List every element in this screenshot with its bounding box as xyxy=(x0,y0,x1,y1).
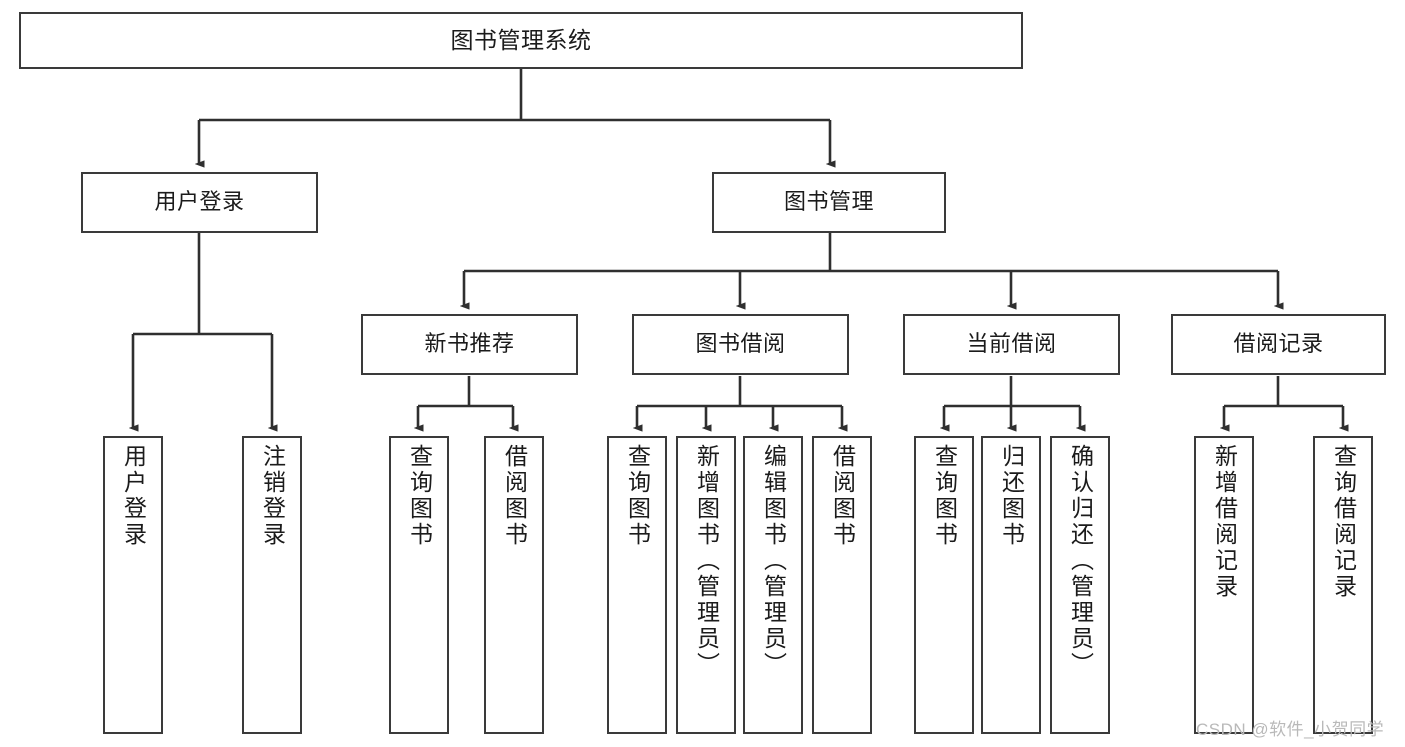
node-current-borrow[interactable]: 当前借阅 xyxy=(903,314,1120,375)
node-leaf-user-logout-label: 注销登录 xyxy=(259,444,286,548)
node-leaf-borrow-book-1-label: 借阅图书 xyxy=(501,444,528,548)
node-current-borrow-label: 当前借阅 xyxy=(966,331,1057,357)
node-leaf-query-book-2[interactable]: 查询图书 xyxy=(607,436,667,734)
node-leaf-edit-book-label: 编辑图书（管理员） xyxy=(760,444,787,678)
node-book-borrow-label: 图书借阅 xyxy=(695,331,786,357)
node-leaf-edit-book[interactable]: 编辑图书（管理员） xyxy=(743,436,803,734)
node-leaf-confirm-return[interactable]: 确认归还（管理员） xyxy=(1050,436,1110,734)
node-leaf-return-book[interactable]: 归还图书 xyxy=(981,436,1041,734)
node-leaf-borrow-book-1[interactable]: 借阅图书 xyxy=(484,436,544,734)
node-user-login-label: 用户登录 xyxy=(154,189,245,215)
node-borrow-record-label: 借阅记录 xyxy=(1233,331,1324,357)
node-leaf-return-book-label: 归还图书 xyxy=(998,444,1025,548)
node-leaf-confirm-return-label: 确认归还（管理员） xyxy=(1067,444,1094,678)
node-book-borrow[interactable]: 图书借阅 xyxy=(632,314,849,375)
node-leaf-add-record-label: 新增借阅记录 xyxy=(1211,444,1238,600)
node-leaf-query-book-2-label: 查询图书 xyxy=(624,444,651,548)
node-leaf-user-login-label: 用户登录 xyxy=(120,444,147,548)
node-leaf-borrow-book-2-label: 借阅图书 xyxy=(829,444,856,548)
node-book-management[interactable]: 图书管理 xyxy=(712,172,946,233)
node-borrow-record[interactable]: 借阅记录 xyxy=(1171,314,1386,375)
node-user-login[interactable]: 用户登录 xyxy=(81,172,318,233)
node-leaf-add-book-label: 新增图书（管理员） xyxy=(693,444,720,678)
node-leaf-query-book-3-label: 查询图书 xyxy=(931,444,958,548)
node-leaf-add-record[interactable]: 新增借阅记录 xyxy=(1194,436,1254,734)
node-leaf-query-book-1[interactable]: 查询图书 xyxy=(389,436,449,734)
node-leaf-query-record-label: 查询借阅记录 xyxy=(1330,444,1357,600)
node-book-management-label: 图书管理 xyxy=(783,189,874,215)
node-root[interactable]: 图书管理系统 xyxy=(19,12,1023,69)
node-leaf-query-book-3[interactable]: 查询图书 xyxy=(914,436,974,734)
node-root-label: 图书管理系统 xyxy=(450,26,592,53)
node-leaf-user-login[interactable]: 用户登录 xyxy=(103,436,163,734)
node-leaf-query-record[interactable]: 查询借阅记录 xyxy=(1313,436,1373,734)
node-leaf-borrow-book-2[interactable]: 借阅图书 xyxy=(812,436,872,734)
node-leaf-add-book[interactable]: 新增图书（管理员） xyxy=(676,436,736,734)
node-new-book-recommend-label: 新书推荐 xyxy=(424,331,515,357)
node-leaf-query-book-1-label: 查询图书 xyxy=(406,444,433,548)
node-leaf-user-logout[interactable]: 注销登录 xyxy=(242,436,302,734)
node-new-book-recommend[interactable]: 新书推荐 xyxy=(361,314,578,375)
